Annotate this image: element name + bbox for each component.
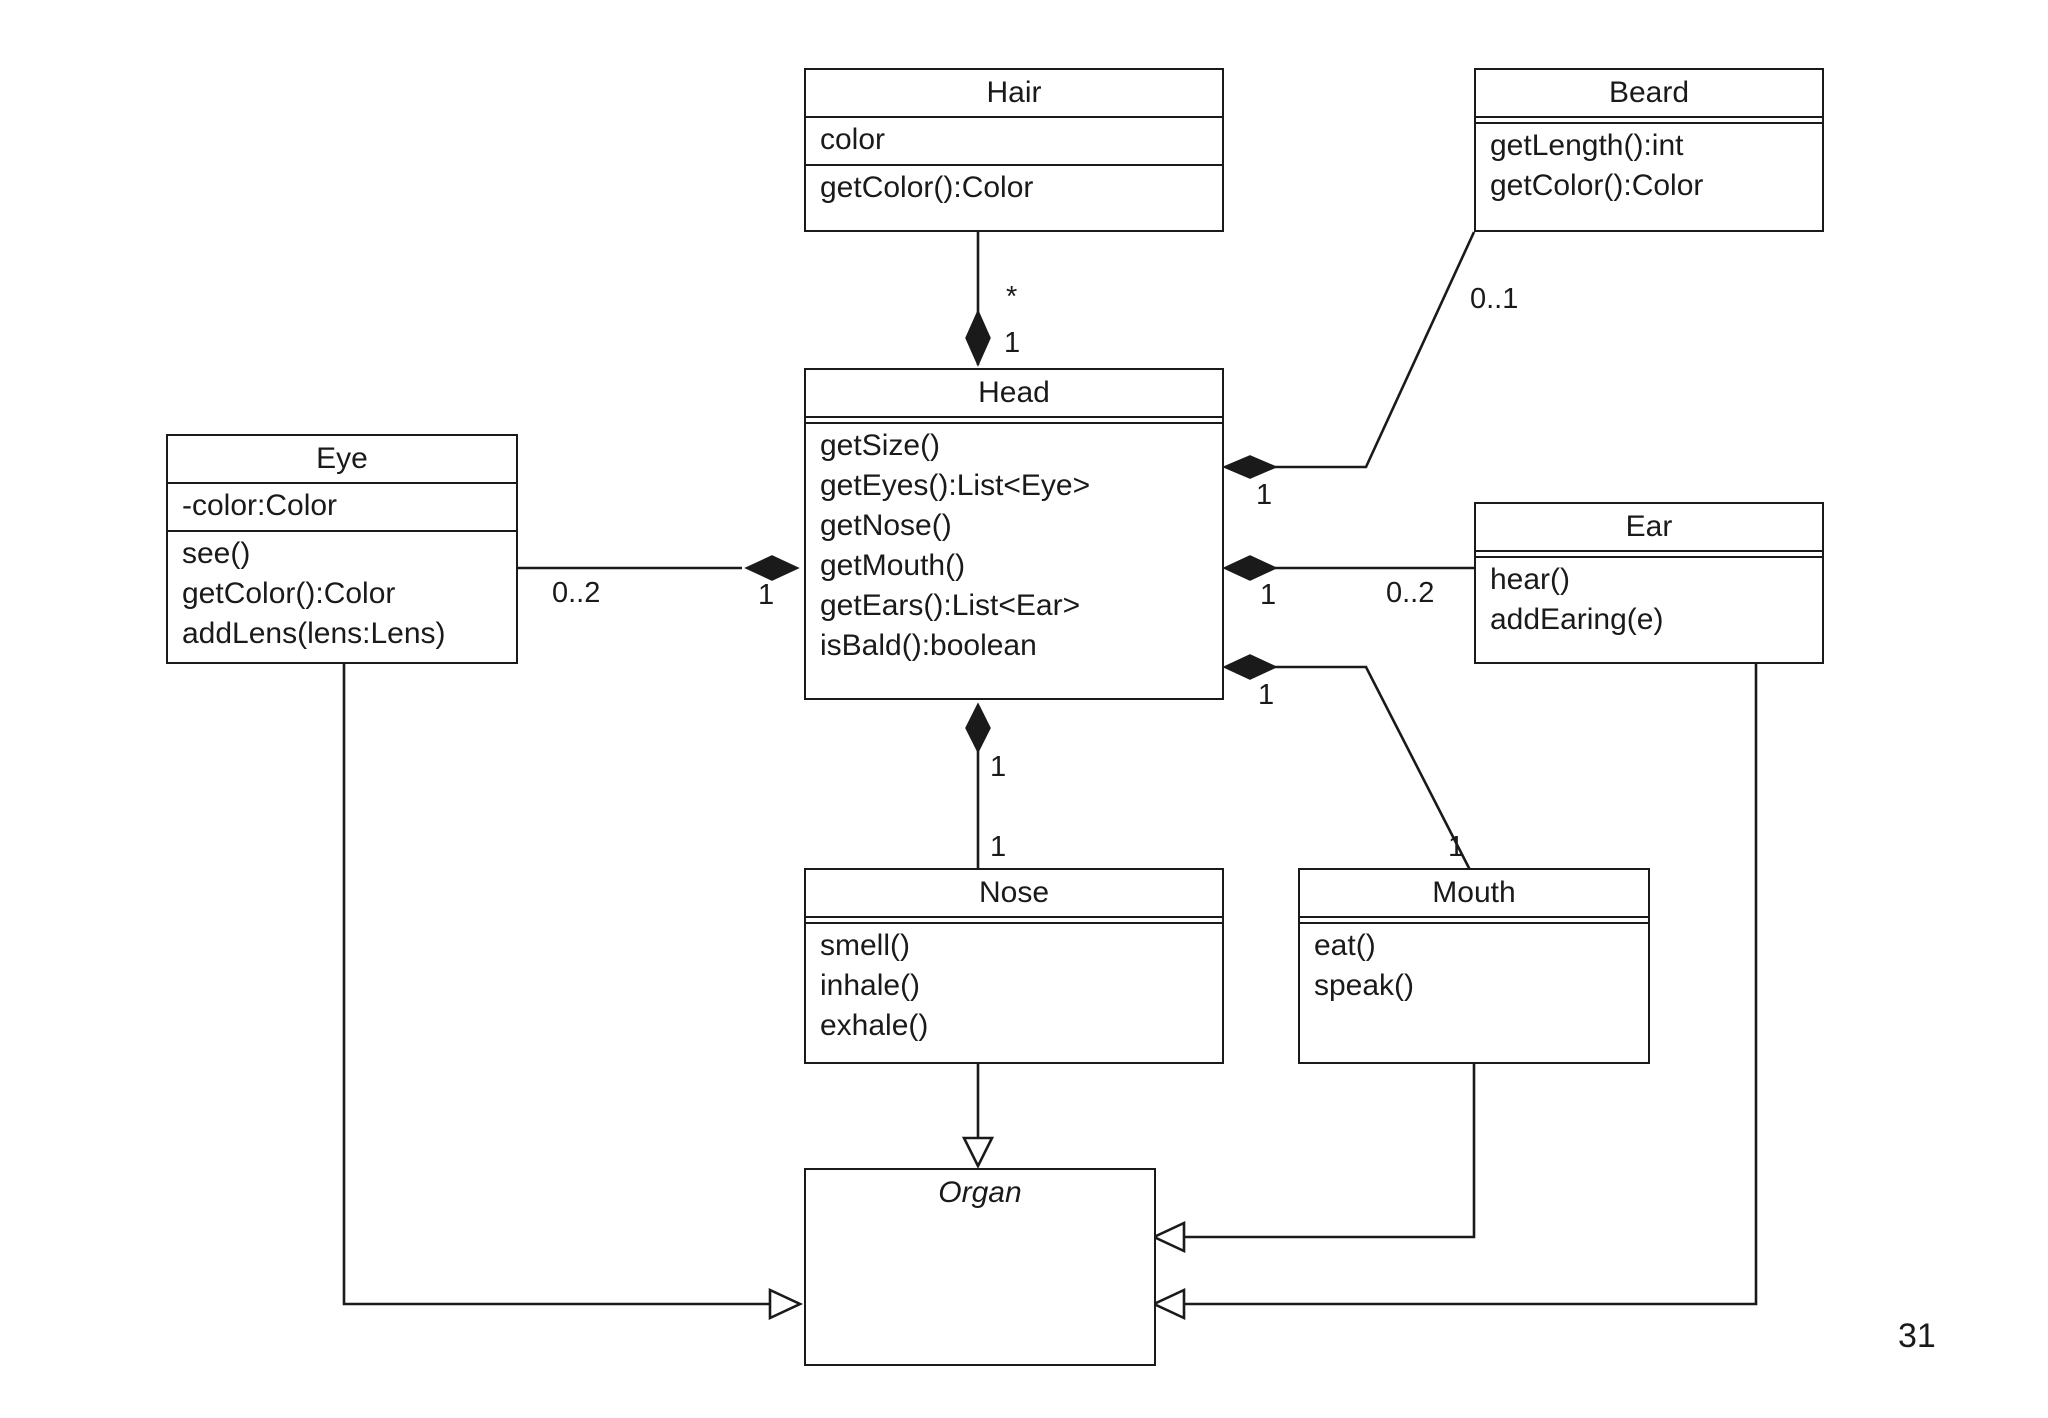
head-operation: getEars():List<Ear> bbox=[820, 589, 1081, 622]
mouth-organ-generalization-line bbox=[1158, 1064, 1476, 1239]
class-name-hair: Hair bbox=[986, 76, 1042, 109]
head-operation: isBald():boolean bbox=[820, 629, 1037, 662]
eye-operation: getColor():Color bbox=[182, 577, 396, 610]
mouth-composition-diamond bbox=[1222, 654, 1278, 680]
beard-operation: getColor():Color bbox=[1490, 169, 1704, 202]
class-ear: Ear hear() addEaring(e) bbox=[1474, 502, 1824, 664]
multiplicity-beard-whole: 1 bbox=[1256, 479, 1273, 511]
page-number: 31 bbox=[1898, 1317, 1936, 1355]
ear-composition-diamond bbox=[1222, 555, 1278, 581]
ear-operation: addEaring(e) bbox=[1490, 603, 1664, 636]
beard-operation: getLength():int bbox=[1490, 129, 1684, 162]
eye-operation: addLens(lens:Lens) bbox=[182, 617, 446, 650]
mouth-head-composition-line bbox=[1248, 665, 1472, 871]
class-name-head: Head bbox=[978, 376, 1050, 409]
multiplicity-ear-part: 0..2 bbox=[1386, 577, 1435, 609]
class-beard: Beard getLength():int getColor():Color bbox=[1474, 68, 1824, 232]
ear-organ-generalization-line bbox=[1158, 664, 1758, 1306]
head-operation: getSize() bbox=[820, 429, 941, 462]
head-operation: getEyes():List<Eye> bbox=[820, 469, 1091, 502]
nose-operation: inhale() bbox=[820, 969, 921, 1002]
mouth-generalization-triangle bbox=[1150, 1220, 1186, 1254]
hair-attribute: color bbox=[820, 123, 886, 156]
class-name-beard: Beard bbox=[1608, 76, 1690, 109]
eye-composition-diamond bbox=[744, 555, 800, 581]
hair-operation: getColor():Color bbox=[820, 171, 1034, 204]
class-nose: Nose smell() inhale() exhale() bbox=[804, 868, 1224, 1064]
eye-organ-generalization-line bbox=[342, 664, 770, 1306]
nose-operation: exhale() bbox=[820, 1009, 929, 1042]
nose-operations: smell() inhale() exhale() bbox=[806, 924, 1222, 1050]
class-eye: Eye -color:Color see() getColor():Color … bbox=[166, 434, 518, 664]
ear-generalization-triangle bbox=[1150, 1287, 1186, 1321]
beard-head-composition-line bbox=[1248, 231, 1476, 469]
eye-attribute: -color:Color bbox=[182, 489, 338, 522]
hair-operations: getColor():Color bbox=[806, 166, 1222, 212]
multiplicity-eye-whole: 1 bbox=[758, 579, 775, 611]
class-name-mouth: Mouth bbox=[1432, 876, 1516, 909]
hair-composition-diamond bbox=[965, 309, 991, 367]
mouth-operation: speak() bbox=[1314, 969, 1415, 1002]
eye-operations: see() getColor():Color addLens(lens:Lens… bbox=[168, 532, 516, 658]
multiplicity-nose-whole: 1 bbox=[990, 751, 1007, 783]
beard-diamond bbox=[1222, 455, 1278, 479]
class-organ: Organ bbox=[804, 1168, 1156, 1366]
ear-operation: hear() bbox=[1490, 563, 1571, 596]
head-operation: getNose() bbox=[820, 509, 952, 542]
multiplicity-ear-whole: 1 bbox=[1260, 579, 1277, 611]
multiplicity-nose-part: 1 bbox=[990, 831, 1007, 863]
eye-operation: see() bbox=[182, 537, 251, 570]
multiplicity-mouth-whole: 1 bbox=[1258, 679, 1275, 711]
mouth-operations: eat() speak() bbox=[1300, 924, 1648, 1010]
head-operations: getSize() getEyes():List<Eye> getNose() … bbox=[806, 424, 1222, 670]
nose-generalization-triangle bbox=[961, 1136, 995, 1169]
class-hair: Hair color getColor():Color bbox=[804, 68, 1224, 232]
beard-operations: getLength():int getColor():Color bbox=[1476, 124, 1822, 210]
class-name-ear: Ear bbox=[1625, 510, 1673, 543]
class-mouth: Mouth eat() speak() bbox=[1298, 868, 1650, 1064]
ear-operations: hear() addEaring(e) bbox=[1476, 558, 1822, 644]
nose-operation: smell() bbox=[820, 929, 910, 962]
class-name-eye: Eye bbox=[316, 442, 368, 475]
class-head: Head getSize() getEyes():List<Eye> getNo… bbox=[804, 368, 1224, 700]
multiplicity-beard-part: 0..1 bbox=[1470, 283, 1519, 315]
multiplicity-hair-whole: 1 bbox=[1004, 327, 1021, 359]
multiplicity-hair-part: * bbox=[1006, 281, 1018, 313]
class-name-nose: Nose bbox=[978, 876, 1050, 909]
multiplicity-eye-part: 0..2 bbox=[552, 577, 601, 609]
eye-generalization-triangle bbox=[768, 1287, 804, 1321]
mouth-operation: eat() bbox=[1314, 929, 1376, 962]
multiplicity-mouth-part: 1 bbox=[1448, 831, 1465, 863]
head-operation: getMouth() bbox=[820, 549, 966, 582]
nose-composition-diamond bbox=[965, 702, 991, 754]
eye-attributes: -color:Color bbox=[168, 484, 516, 530]
hair-attributes: color bbox=[806, 118, 1222, 164]
class-name-organ: Organ bbox=[938, 1176, 1022, 1209]
